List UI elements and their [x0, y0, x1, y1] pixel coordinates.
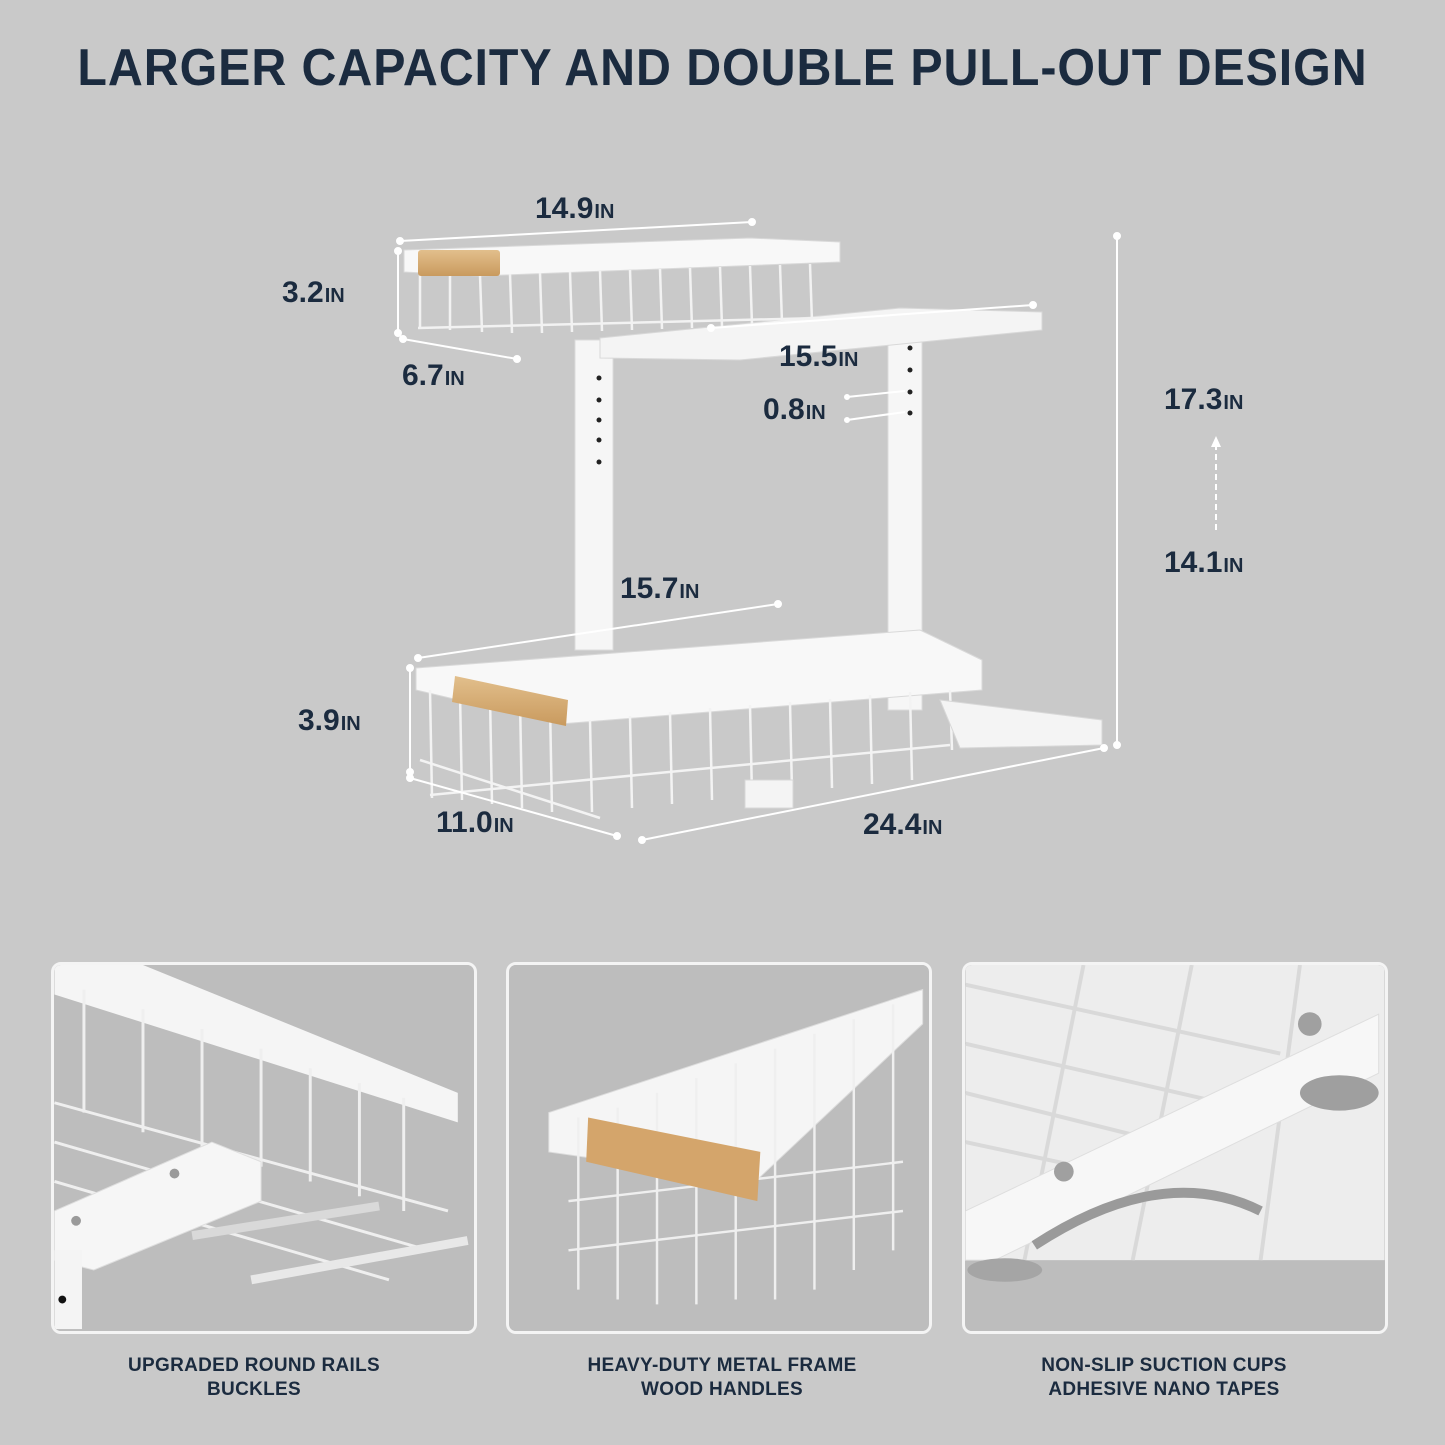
feature-caption-line1: HEAVY-DUTY METAL FRAME	[587, 1355, 857, 1376]
dim-top-basket-length: 14.9IN	[535, 192, 615, 225]
frame-handles-image	[509, 965, 929, 1331]
feature-caption-line1: NON-SLIP SUCTION CUPS	[1041, 1355, 1287, 1376]
top-basket	[403, 237, 841, 334]
feature-caption-line1: UPGRADED ROUND RAILS	[128, 1355, 380, 1376]
page-title: LARGER CAPACITY AND DOUBLE PULL-OUT DESI…	[77, 39, 1368, 97]
dim-top-basket-height: 3.2IN	[282, 276, 345, 309]
feature-caption-line2: ADHESIVE NANO TAPES	[1048, 1379, 1280, 1400]
product-diagram	[394, 218, 1221, 844]
rails-buckles-image	[54, 965, 474, 1331]
dimension-lines	[394, 218, 1221, 844]
feature-caption-rails: UPGRADED ROUND RAILS BUCKLES	[41, 1354, 467, 1402]
feature-panel-suction	[962, 962, 1388, 1334]
dim-bottom-basket-height: 3.9IN	[298, 704, 361, 737]
dim-max-height: 17.3IN	[1164, 383, 1244, 416]
dim-hole-spacing: 0.8IN	[763, 393, 826, 426]
dim-top-rail-length: 15.5IN	[779, 340, 859, 373]
dim-bottom-basket-width: 11.0IN	[436, 806, 514, 839]
dim-min-height: 14.1IN	[1164, 546, 1244, 579]
dim-bottom-basket-length: 15.7IN	[620, 572, 700, 605]
feature-panel-frame	[506, 962, 932, 1334]
feature-caption-line2: WOOD HANDLES	[641, 1379, 803, 1400]
feature-panel-rails	[51, 962, 477, 1334]
suction-cups-image	[965, 965, 1385, 1331]
feature-caption-line2: BUCKLES	[207, 1379, 301, 1400]
dim-base-length: 24.4IN	[863, 808, 943, 841]
feature-caption-frame: HEAVY-DUTY METAL FRAME WOOD HANDLES	[509, 1354, 935, 1402]
feature-caption-suction: NON-SLIP SUCTION CUPS ADHESIVE NANO TAPE…	[951, 1354, 1377, 1402]
dim-top-basket-width: 6.7IN	[402, 359, 465, 392]
